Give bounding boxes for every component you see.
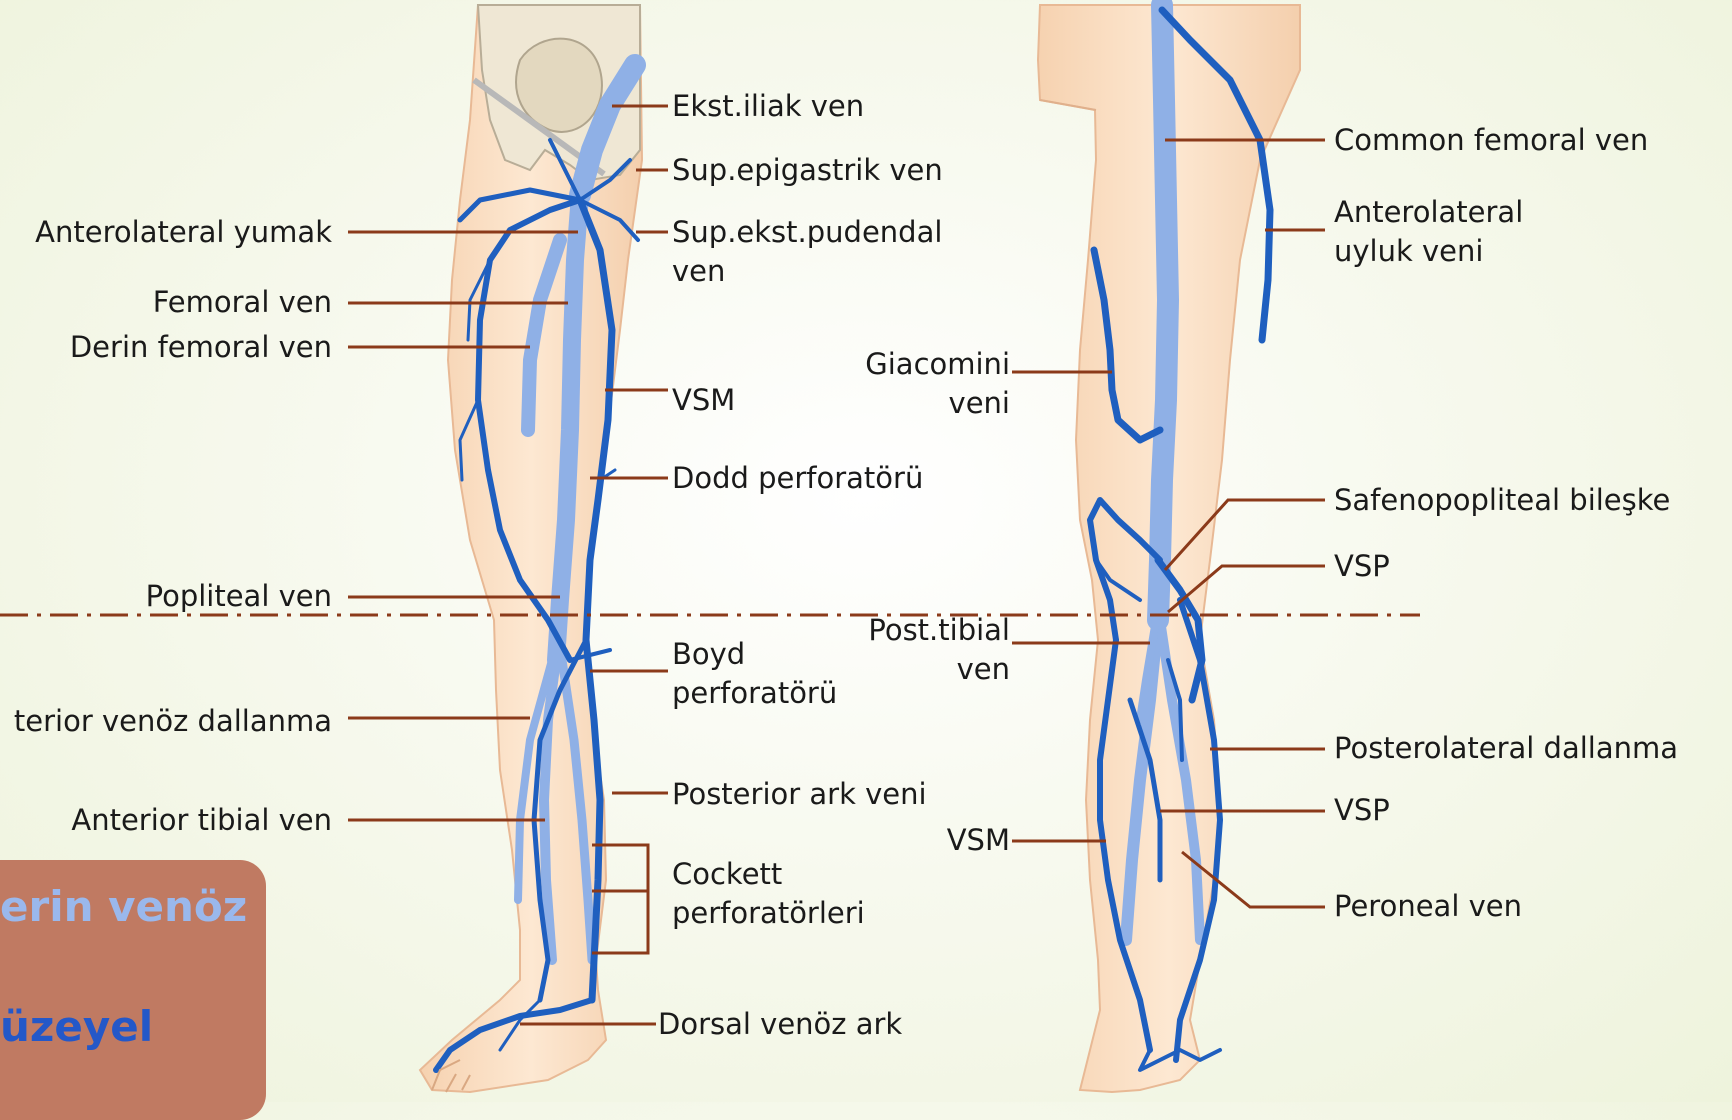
back-leg (1038, 5, 1300, 1092)
label-anterior-tibial-ven: Anterior tibial ven (71, 801, 332, 840)
label-giacomini-veni: Giacomini veni (865, 345, 1010, 423)
label-cockett-perforatorleri: Cockett perforatörleri (672, 855, 865, 933)
label-posterior-ark-veni: Posterior ark veni (672, 775, 927, 814)
legend-yuzeyel: üzeyel (0, 1002, 153, 1051)
label-boyd-perforatoru: Boyd perforatörü (672, 635, 837, 713)
legend-derin-venoz: erin venöz (0, 882, 247, 931)
label-sup-ekst-pudendal-ven: Sup.ekst.pudendal ven (672, 213, 942, 291)
front-leg (420, 5, 642, 1092)
label-dodd-perforatoru: Dodd perforatörü (672, 459, 923, 498)
label-vsp-upper: VSP (1334, 547, 1390, 586)
label-cockett-line1: Cockett (672, 855, 865, 894)
label-boyd-line1: Boyd (672, 635, 837, 674)
label-anterolateral-uyluk-veni: Anterolateral uyluk veni (1334, 193, 1523, 271)
label-anterolateral-uyluk-line2: uyluk veni (1334, 232, 1523, 271)
label-boyd-line2: perforatörü (672, 674, 837, 713)
legend-box: erin venöz üzeyel (0, 860, 266, 1120)
label-giacomini-line2: veni (865, 384, 1010, 423)
label-safenopopliteal-bileske: Safenopopliteal bileşke (1334, 481, 1670, 520)
label-anterior-venoz-dallanma: terior venöz dallanma (14, 702, 332, 741)
label-anterolateral-yumak: Anterolateral yumak (35, 213, 332, 252)
label-ekst-iliak-ven: Ekst.iliak ven (672, 87, 864, 126)
label-anterolateral-uyluk-line1: Anterolateral (1334, 193, 1523, 232)
label-giacomini-line1: Giacomini (865, 345, 1010, 384)
label-post-tibial-line2: ven (868, 650, 1010, 689)
label-sup-ekst-pudendal-line1: Sup.ekst.pudendal (672, 213, 942, 252)
label-sup-ekst-pudendal-line2: ven (672, 252, 942, 291)
label-vsp-lower: VSP (1334, 791, 1390, 830)
label-posterolateral-dallanma: Posterolateral dallanma (1334, 729, 1678, 768)
label-femoral-ven: Femoral ven (153, 283, 332, 322)
label-peroneal-ven: Peroneal ven (1334, 887, 1522, 926)
label-dorsal-venoz-ark: Dorsal venöz ark (658, 1005, 902, 1044)
label-sup-epigastrik-ven: Sup.epigastrik ven (672, 151, 943, 190)
label-post-tibial-ven: Post.tibial ven (868, 611, 1010, 689)
label-common-femoral-ven: Common femoral ven (1334, 121, 1648, 160)
label-vsm-front: VSM (672, 381, 735, 420)
label-derin-femoral-ven: Derin femoral ven (70, 328, 332, 367)
label-vsm-back: VSM (947, 821, 1010, 860)
label-cockett-line2: perforatörleri (672, 894, 865, 933)
label-popliteal-ven: Popliteal ven (146, 577, 332, 616)
label-post-tibial-line1: Post.tibial (868, 611, 1010, 650)
